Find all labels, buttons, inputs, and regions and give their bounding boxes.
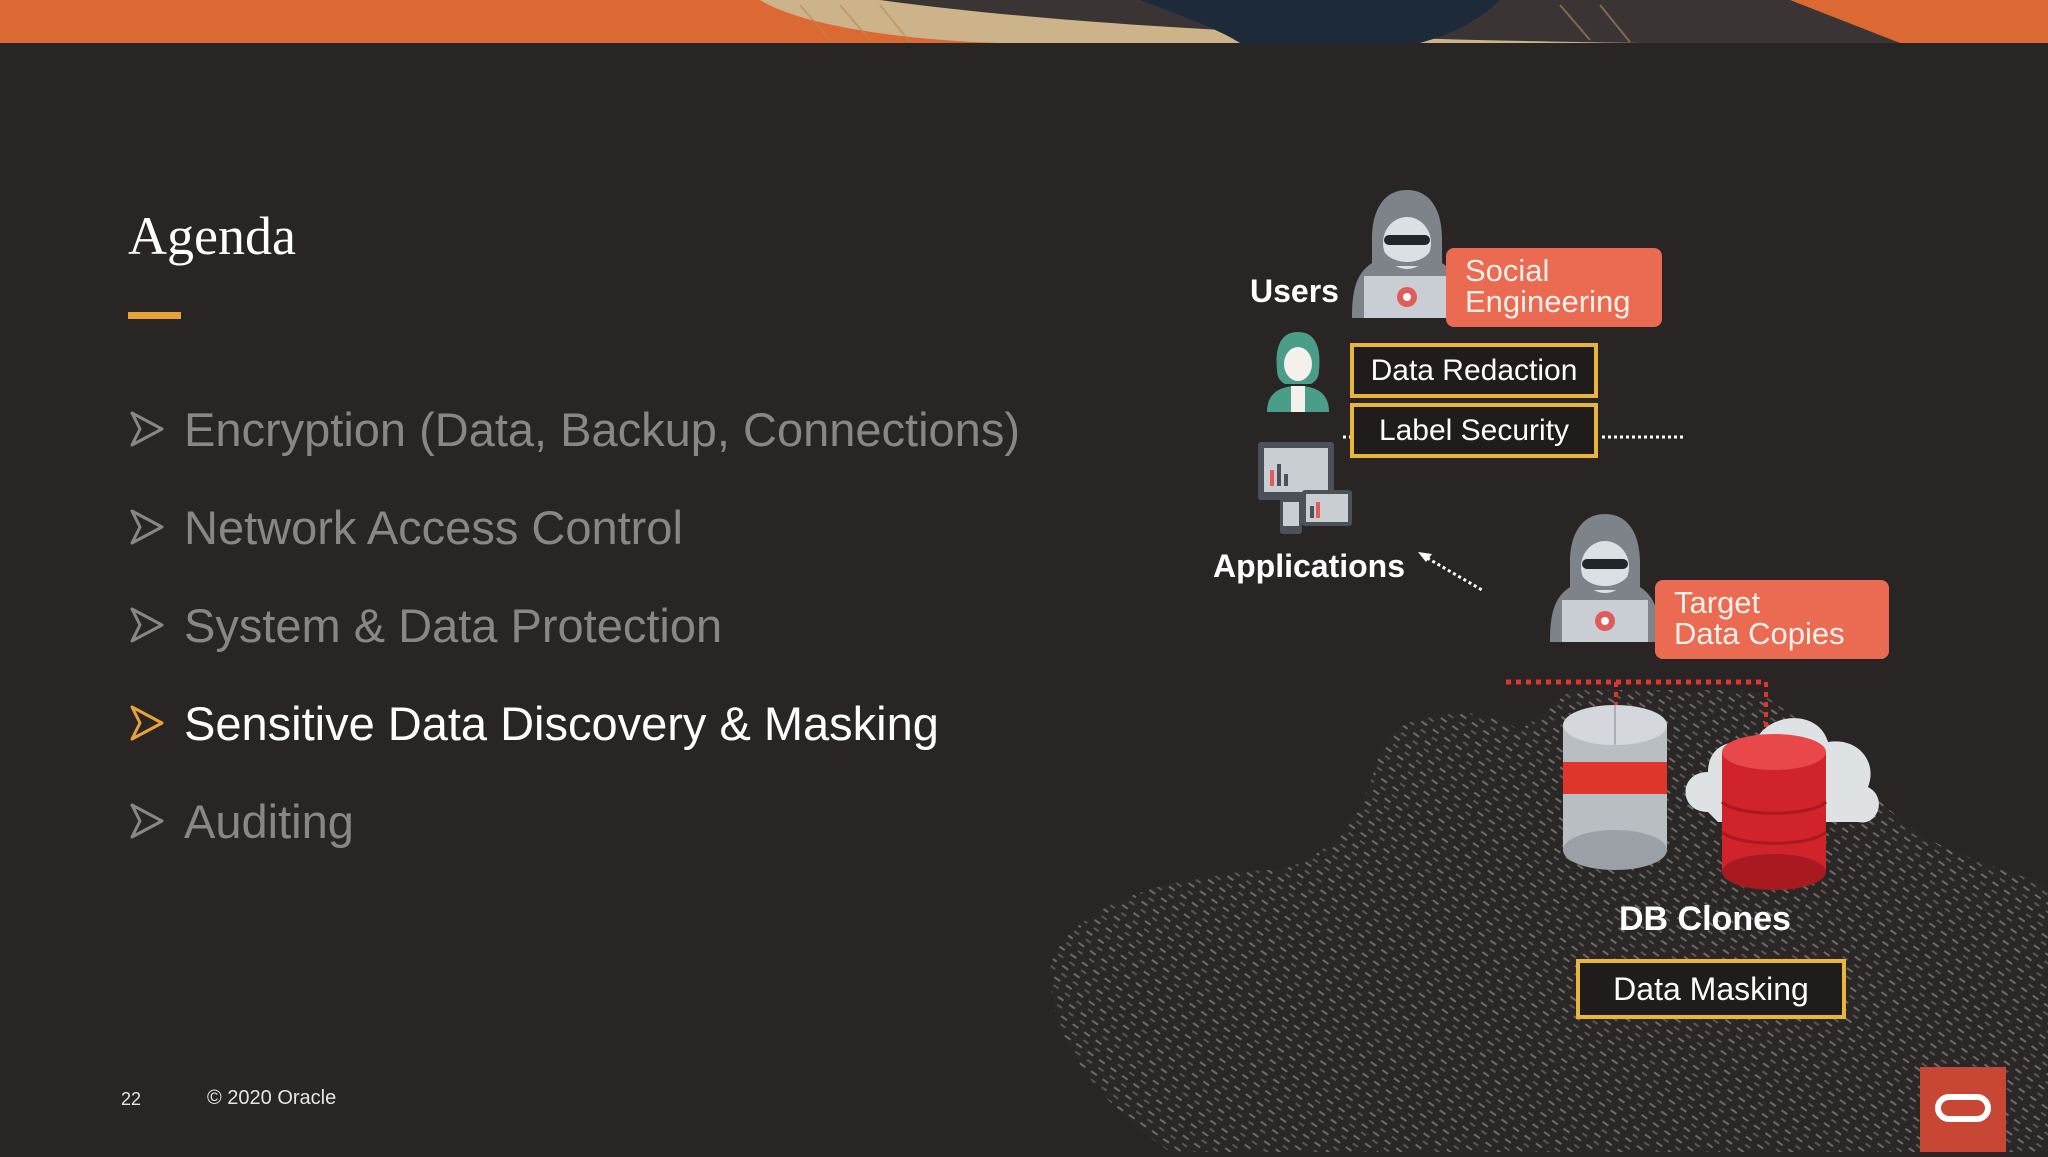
social-engineering-line2: Engineering (1465, 284, 1631, 319)
chevron-right-icon (128, 799, 184, 843)
target-data-copies-callout: Target Data Copies (1655, 580, 1889, 659)
page-number: 22 (121, 1089, 142, 1109)
db-clones-label: DB Clones (1619, 900, 1791, 938)
agenda-item-label: Auditing (184, 794, 354, 848)
agenda-item: Auditing (128, 772, 1020, 870)
header-banner (0, 0, 2048, 43)
data-redaction-box: Data Redaction (1350, 343, 1598, 398)
agenda-list: Encryption (Data, Backup, Connections) Ne… (128, 380, 1020, 870)
agenda-item-label: Network Access Control (184, 500, 683, 554)
security-diagram: Users Social Engineering Data Redaction … (1050, 150, 2048, 1152)
agenda-item: Encryption (Data, Backup, Connections) (128, 380, 1020, 478)
database-icon (1563, 705, 1667, 870)
agenda-item: System & Data Protection (128, 576, 1020, 674)
data-masking-box: Data Masking (1576, 959, 1846, 1019)
title-underline (128, 312, 181, 319)
application-devices-icon (1258, 442, 1352, 534)
oracle-logo[interactable] (1920, 1067, 2006, 1152)
chevron-right-icon (128, 505, 184, 549)
connector-lines (1343, 435, 1768, 750)
oracle-logo-icon (1935, 1094, 1991, 1122)
target-line2: Data Copies (1674, 616, 1845, 651)
chevron-right-icon (128, 701, 184, 745)
chevron-right-icon (128, 603, 184, 647)
copyright-text: © 2020 Oracle (207, 1087, 337, 1109)
cloud-database-icon (1685, 718, 1879, 890)
target-line1: Target (1674, 585, 1761, 620)
agenda-item-label: Encryption (Data, Backup, Connections) (184, 402, 1020, 456)
users-label: Users (1250, 273, 1339, 309)
agenda-item-label: Sensitive Data Discovery & Masking (184, 696, 939, 750)
banner-artwork (0, 0, 2048, 43)
hacker-icon (1352, 190, 1462, 318)
social-engineering-line1: Social (1465, 253, 1550, 288)
label-security-box: Label Security (1350, 403, 1598, 458)
page-title: Agenda (128, 206, 296, 266)
hacker-icon (1550, 514, 1660, 642)
user-icon (1267, 332, 1329, 412)
agenda-item: Sensitive Data Discovery & Masking (128, 674, 1020, 772)
agenda-item: Network Access Control (128, 478, 1020, 576)
applications-label: Applications (1213, 548, 1406, 584)
agenda-item-label: System & Data Protection (184, 598, 723, 652)
social-engineering-callout: Social Engineering (1446, 248, 1662, 327)
chevron-right-icon (128, 407, 184, 451)
